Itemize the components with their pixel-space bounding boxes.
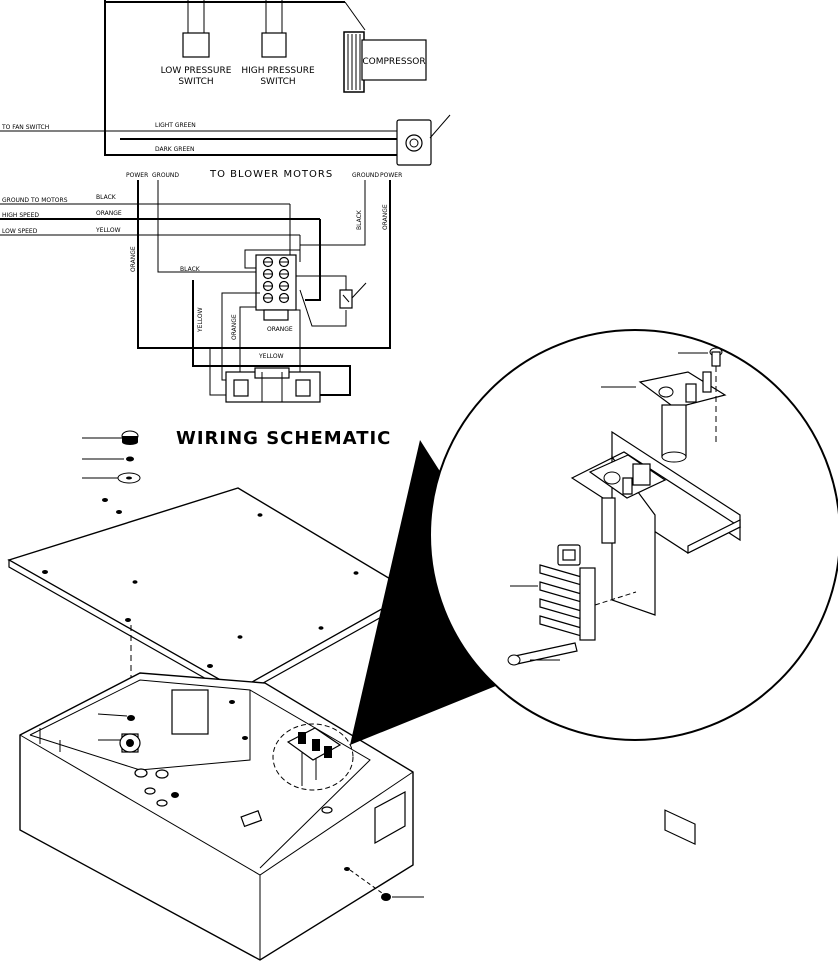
ground-to-motors-label: GROUND TO MOTORS bbox=[2, 197, 68, 204]
yellow-lower-wire bbox=[192, 280, 351, 396]
orange-label-vertical: ORANGE bbox=[231, 314, 238, 340]
washer bbox=[117, 472, 141, 484]
detail-view bbox=[429, 329, 838, 845]
power-loop-wire bbox=[137, 180, 391, 349]
terminal-callout bbox=[272, 723, 354, 791]
caster-wheel bbox=[98, 733, 141, 753]
upper-switch-assembly bbox=[601, 347, 727, 463]
low-pressure-label-1: LOW PRESSURE bbox=[161, 66, 232, 76]
power-left-label: POWER bbox=[126, 172, 148, 179]
orange-label-right: ORANGE bbox=[382, 204, 389, 230]
low-pressure-switch: LOW PRESSURE SWITCH bbox=[161, 0, 232, 87]
orange-label-1: ORANGE bbox=[96, 210, 122, 217]
high-pressure-switch: HIGH PRESSURE SWITCH bbox=[241, 0, 315, 87]
capacitor bbox=[296, 275, 367, 327]
yellow-label-vertical: YELLOW bbox=[197, 307, 204, 333]
wiring-schematic: LOW PRESSURE SWITCH HIGH PRESSURE SWITCH… bbox=[0, 0, 451, 449]
thermostat-housing bbox=[588, 454, 667, 544]
orange-lower-wire-mid bbox=[239, 306, 256, 378]
compressor-lead bbox=[344, 1, 366, 31]
power-lower-wire bbox=[138, 347, 235, 396]
yellow-label-1: YELLOW bbox=[95, 227, 121, 234]
fan-switch-connector bbox=[396, 114, 451, 166]
dark-green-label: DARK GREEN bbox=[155, 146, 195, 153]
black-label-vertical: BLACK bbox=[356, 209, 363, 230]
light-green-label: LIGHT GREEN bbox=[155, 122, 196, 129]
compressor: COMPRESSOR bbox=[343, 31, 427, 93]
nut bbox=[126, 456, 134, 462]
compressor-label: COMPRESSOR bbox=[362, 57, 425, 67]
page-title: WIRING SCHEMATIC bbox=[176, 428, 391, 449]
ground-left-wire bbox=[157, 180, 260, 273]
orange-label-left: ORANGE bbox=[130, 246, 137, 272]
orange-drop-wire bbox=[305, 219, 321, 301]
knob bbox=[121, 430, 139, 445]
low-speed-label: LOW SPEED bbox=[2, 228, 38, 235]
high-speed-label: HIGH SPEED bbox=[2, 212, 39, 219]
black-label-1: BLACK bbox=[96, 194, 117, 201]
orange-label-bottom: ORANGE bbox=[267, 326, 293, 333]
control-loop-wire bbox=[104, 0, 400, 156]
high-pressure-label-2: SWITCH bbox=[260, 77, 295, 87]
low-pressure-label-2: SWITCH bbox=[178, 77, 213, 87]
black-lower-wire bbox=[296, 309, 301, 378]
ground-right-wire bbox=[299, 180, 366, 262]
power-right-label: POWER bbox=[380, 172, 402, 179]
screw bbox=[507, 642, 578, 666]
heat-sink bbox=[510, 544, 637, 641]
yellow-label-bottom: YELLOW bbox=[258, 353, 284, 360]
high-pressure-label-1: HIGH PRESSURE bbox=[241, 66, 315, 76]
hardware-stack bbox=[82, 430, 141, 484]
lid-panel bbox=[7, 487, 414, 710]
to-blower-motors-label: TO BLOWER MOTORS bbox=[209, 169, 333, 180]
black-label-2: BLACK bbox=[180, 266, 201, 273]
cabinet-base bbox=[19, 672, 424, 961]
bolt-nut bbox=[381, 893, 424, 901]
motor-connector bbox=[225, 367, 321, 403]
ground-right-label: GROUND bbox=[352, 172, 379, 179]
ground-left-label: GROUND bbox=[152, 172, 179, 179]
terminal-block bbox=[255, 254, 297, 321]
to-fan-switch-label: TO FAN SWITCH bbox=[1, 124, 49, 131]
